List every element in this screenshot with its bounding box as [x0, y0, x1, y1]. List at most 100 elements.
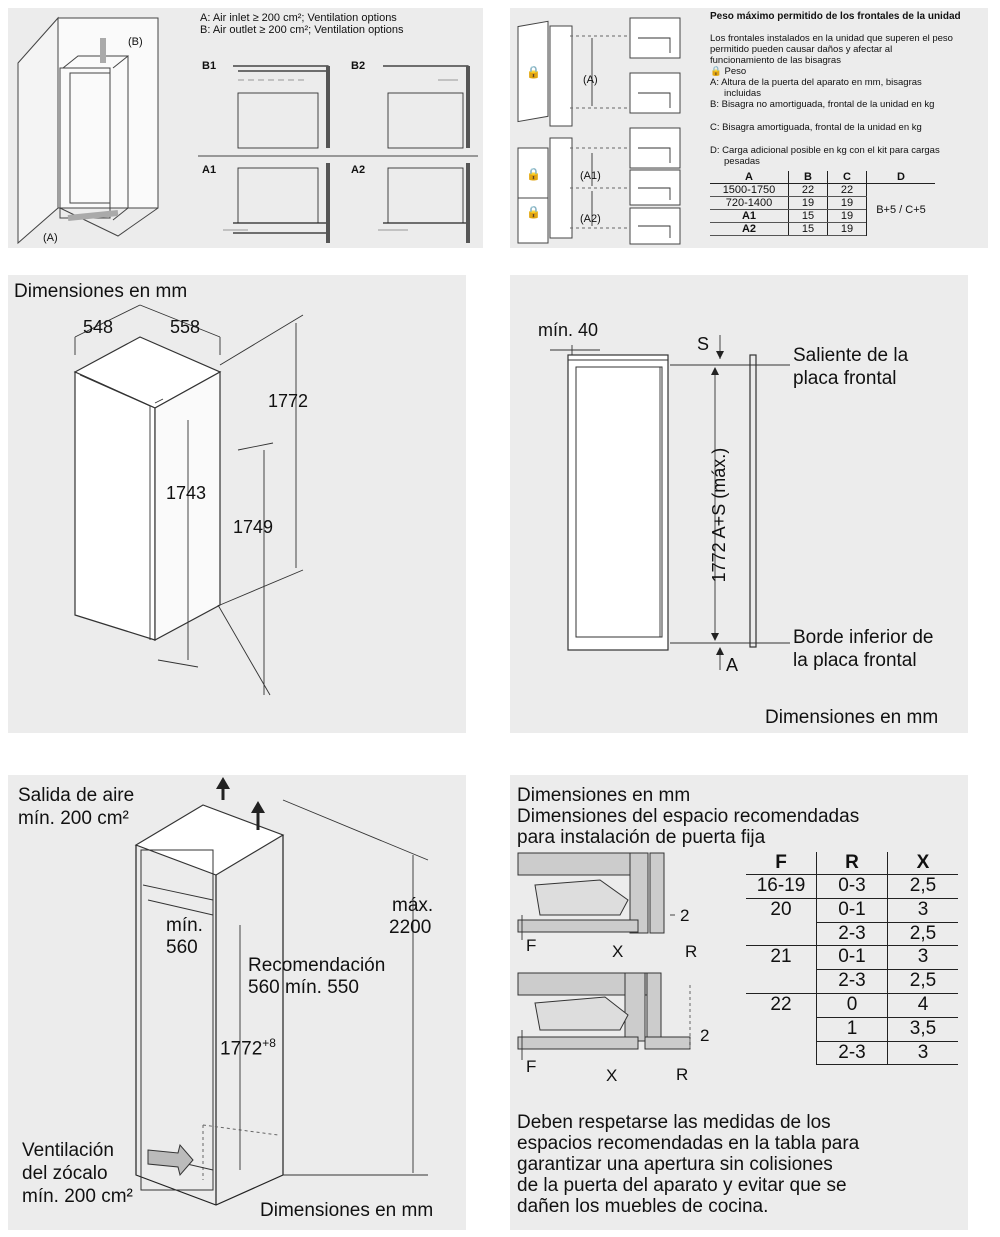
dim-558: 558 — [170, 317, 201, 337]
cell: 0 — [816, 993, 888, 1018]
note-line: de la puerta del aparato y evitar que se — [517, 1175, 847, 1196]
saliente-label: placa frontal — [793, 368, 897, 389]
cell: 15 — [788, 222, 828, 236]
intro-line: permitido pueden causar daños y afectar … — [710, 44, 893, 55]
footer-label: Dimensiones en mm — [260, 1200, 434, 1221]
weight-lock-icon: 🔒 — [526, 65, 541, 79]
cell: 720-1400 — [710, 196, 789, 210]
legend-a: A: Altura de la puerta del aparato en mm… — [710, 77, 922, 88]
legend-a: A: Air inlet ≥ 200 cm²; Ventilation opti… — [200, 12, 397, 24]
dim-1743: 1743 — [166, 483, 207, 503]
salida-label: mín. 200 cm² — [18, 808, 129, 829]
borde-label: la placa frontal — [793, 650, 917, 671]
weight-lock-icon: 🔒 — [526, 205, 541, 219]
legend-weight-text: Peso — [724, 66, 747, 77]
note-line: Deben respetarse las medidas de los — [517, 1112, 831, 1133]
dim-1772: 1772 — [220, 1038, 263, 1060]
cell: 19 — [827, 196, 867, 210]
niche-panel: Salida de aire mín. 200 cm² mín. 560 Rec… — [8, 775, 466, 1230]
legend-c: C: Bisagra amortiguada, frontal de la un… — [710, 122, 922, 133]
front-panel-panel: mín. 40 S Saliente de la placa frontal 1… — [510, 275, 968, 733]
cell: 2-3 — [816, 922, 888, 947]
cell: 19 — [827, 209, 867, 223]
vertical-dim-label: 1772 A+S (máx.) — [708, 447, 729, 583]
ventilation-panel: (B) (A) A: Air inlet ≥ 200 cm²; Ventilat… — [8, 8, 483, 248]
dim-1772: 1772 — [268, 391, 309, 411]
cell: 3 — [887, 1041, 958, 1066]
cell: 2,5 — [887, 874, 958, 899]
max2200-label: máx. — [392, 895, 434, 916]
cell: 16-19 — [746, 874, 817, 899]
recomendacion-label: 560 mín. 550 — [248, 977, 359, 998]
label-a: (A) — [43, 232, 58, 244]
dim-1772-label: 1772+8 — [220, 1036, 276, 1060]
cell: 15 — [788, 209, 828, 223]
ventilacion-label: Ventilación — [22, 1140, 114, 1161]
intro-line: funcionamiento de las bisagras — [710, 55, 841, 66]
cell: 2,5 — [887, 969, 958, 994]
table-header-row: F R X — [746, 852, 958, 875]
title-line: para instalación de puerta fija — [517, 827, 766, 848]
legend-b: B: Bisagra no amortiguada, frontal de la… — [710, 99, 935, 110]
weight-title: Peso máximo permitido de los frontales d… — [710, 11, 961, 22]
min560-label: mín. — [166, 915, 203, 936]
recomendacion-label: Recomendación — [248, 955, 386, 976]
min560-label: 560 — [166, 937, 198, 958]
salida-label: Salida de aire — [18, 785, 135, 806]
legend-weight: 🔒 Peso — [710, 66, 747, 78]
cell: 1 — [816, 1017, 888, 1042]
label-a1: A1 — [202, 164, 217, 176]
x-label: X — [612, 942, 624, 961]
two-label: 2 — [700, 1026, 710, 1045]
label-b1: B1 — [202, 60, 217, 72]
cell: 19 — [788, 196, 828, 210]
cell: 3 — [887, 898, 958, 923]
a-label: A — [726, 655, 739, 675]
th-a: A — [710, 171, 789, 184]
label-b: (B) — [128, 36, 143, 48]
cell: 0-1 — [816, 945, 888, 971]
cell: 22 — [770, 993, 792, 1015]
dim-548: 548 — [83, 317, 114, 337]
weight-lock-icon: 🔒 — [526, 167, 541, 181]
cell: 19 — [827, 222, 867, 236]
legend-b: B: Air outlet ≥ 200 cm²; Ventilation opt… — [200, 24, 404, 36]
ventilacion-label: del zócalo — [22, 1163, 108, 1184]
title-line: Dimensiones del espacio recomendadas — [517, 806, 860, 827]
x-label: X — [606, 1066, 618, 1085]
appliance-dimensions-panel: Dimensiones en mm 548 558 1772 1743 1749 — [8, 275, 466, 733]
hinge-gap-diagram — [517, 852, 691, 1060]
note-line: garantizar una apertura sin colisiones — [517, 1154, 833, 1175]
ventilation-diagram — [17, 16, 478, 245]
borde-label: Borde inferior de — [793, 627, 934, 648]
intro-line: Los frontales instalados en la unidad qu… — [710, 33, 953, 44]
max2200-label: 2200 — [389, 917, 432, 938]
front-panel-diagram — [550, 335, 790, 670]
door-hinge-diagram — [517, 17, 681, 245]
cell: 3,5 — [887, 1017, 958, 1042]
fixed-door-panel: Dimensiones en mm Dimensiones del espaci… — [510, 775, 968, 1230]
th-r: R — [816, 852, 888, 875]
legend-d: D: Carga adicional posible en kg con el … — [710, 145, 940, 156]
cell: 22 — [827, 183, 867, 197]
label-a1: (A1) — [580, 170, 601, 182]
saliente-label: Saliente de la — [793, 345, 909, 366]
cell: 3 — [887, 945, 958, 971]
f-label: F — [526, 1057, 537, 1076]
cell: 1500-1750 — [710, 183, 789, 197]
weight-panel: 🔒 🔒 🔒 (A) (A1) (A2) Peso máximo permitid… — [510, 8, 988, 248]
legend-d-cont: pesadas — [724, 156, 760, 167]
label-a2: A2 — [351, 164, 366, 176]
cell: 22 — [788, 183, 828, 197]
cell: 0-1 — [816, 898, 888, 923]
